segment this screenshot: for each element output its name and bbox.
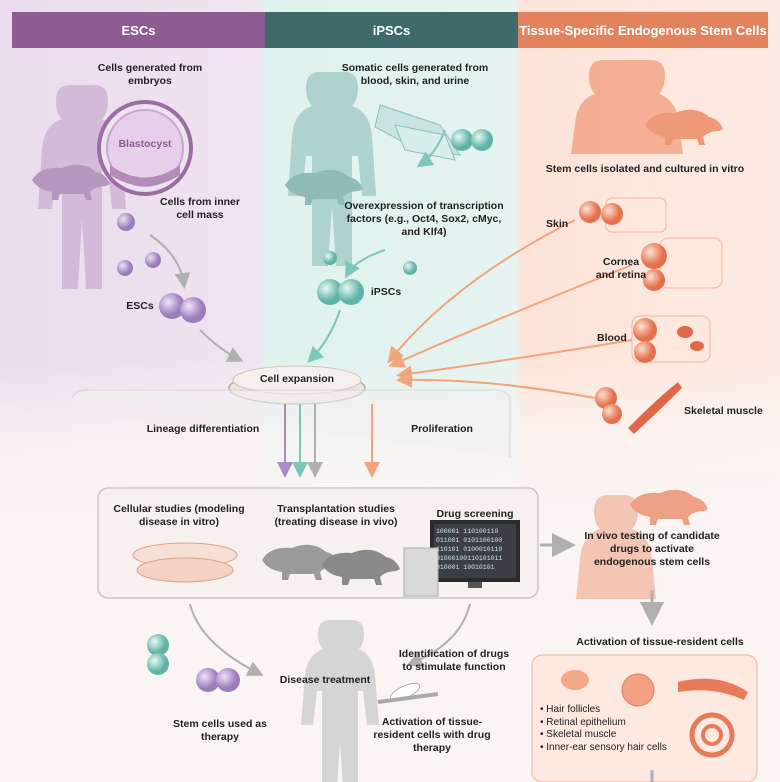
- activation-drug-therapy-label: Activation of tissue-resident cells with…: [373, 716, 491, 754]
- isolated-cultured-label: Stem cells isolated and cultured in vitr…: [545, 163, 745, 175]
- header-ipscs: iPSCs: [265, 12, 518, 48]
- activation-resident-label: Activation of tissue-resident cells: [576, 636, 744, 648]
- mouse-icon: [285, 169, 363, 205]
- lineage-differentiation-label: Lineage differentiation: [146, 423, 260, 435]
- mouse-icon: [322, 549, 400, 585]
- human-silhouette-icon: [288, 72, 376, 266]
- drug-screening-label: Drug screening: [436, 508, 514, 520]
- cellular-studies-label: Cellular studies (modeling disease in vi…: [113, 503, 245, 528]
- header-escs: ESCs: [12, 12, 265, 48]
- blastocyst-label: Blastocyst: [118, 138, 172, 150]
- esc-pair-icon: [159, 293, 185, 319]
- human-silhouette-icon: [301, 620, 379, 782]
- ipscs-label: iPSCs: [370, 286, 402, 298]
- esc-cell-icon: [117, 213, 135, 231]
- mouse-icon: [630, 489, 708, 525]
- esc-pair-icon: [196, 668, 220, 692]
- mouse-icon: [32, 164, 110, 200]
- cornea-retina-label: Cornea and retina: [595, 256, 647, 281]
- header-tissue-bar: [518, 12, 768, 48]
- proliferation-label: Proliferation: [411, 423, 473, 435]
- blood-label: Blood: [597, 332, 627, 344]
- disease-treatment-label: Disease treatment: [279, 674, 371, 686]
- ipsc-pair-icon: [147, 634, 169, 656]
- ipscs-source-label: Somatic cells generated from blood, skin…: [341, 62, 489, 87]
- retina-icon: [621, 673, 655, 707]
- skin-label: Skin: [546, 218, 569, 230]
- muscle-cell-icon: [595, 387, 617, 409]
- header-escs-bar: [12, 12, 265, 48]
- cornea-retina-icon: [659, 237, 723, 289]
- skeletal-muscle-icon: [628, 382, 682, 434]
- resident-item: Hair follicles: [540, 704, 667, 717]
- inner-cell-mass-label: Cells from inner cell mass: [160, 196, 240, 221]
- escs-label: ESCs: [126, 300, 154, 312]
- header-ipscs-bar: [265, 12, 518, 48]
- screen-code: 100001 110100110 011001 0101100100 11010…: [436, 528, 503, 571]
- header-ipscs-label: iPSCs: [372, 22, 411, 38]
- syringe-icon: [377, 692, 439, 704]
- resident-item: Retinal epithelium: [540, 717, 667, 730]
- mouse-icon: [645, 109, 723, 145]
- muscle-icon: [678, 678, 748, 700]
- resident-cell-list: Hair follicles Retinal epithelium Skelet…: [540, 704, 667, 754]
- identification-drugs-label: Identification of drugs to stimulate fun…: [398, 648, 510, 673]
- well-plate-icon: [403, 547, 439, 597]
- resident-item: Inner-ear sensory hair cells: [540, 742, 667, 755]
- skeletal-muscle-label: Skeletal muscle: [684, 405, 763, 417]
- inner-ear-icon: [689, 712, 735, 758]
- transcription-factors-label: Overexpression of transcription factors …: [344, 200, 504, 238]
- header-escs-label: ESCs: [121, 22, 156, 38]
- header-tissue-label: Tissue-Specific Endogenous Stem Cells: [519, 22, 767, 38]
- hair-follicle-icon: [561, 670, 589, 690]
- stem-cells-therapy-label: Stem cells used as therapy: [173, 718, 267, 743]
- human-silhouette-icon: [576, 495, 656, 599]
- ipsc-pair-icon: [317, 279, 343, 305]
- in-vivo-testing-label: In vivo testing of candidate drugs to ac…: [584, 530, 720, 568]
- escs-source-label: Cells generated from embryos: [97, 62, 203, 87]
- resident-item: Skeletal muscle: [540, 729, 667, 742]
- cell-expansion-label: Cell expansion: [259, 373, 335, 385]
- mouse-icon: [262, 544, 340, 580]
- header-tissue: Tissue-Specific Endogenous Stem Cells: [518, 12, 768, 48]
- transplantation-studies-label: Transplantation studies (treating diseas…: [274, 503, 398, 528]
